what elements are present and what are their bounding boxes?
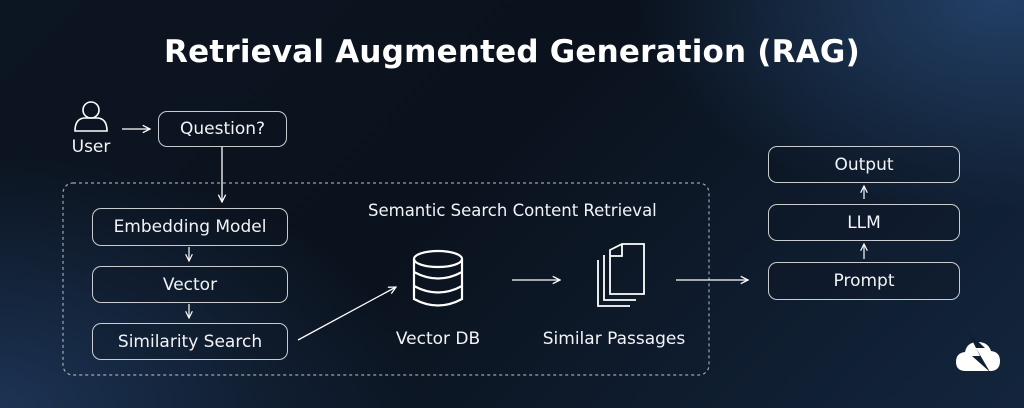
similarity-search-box: Similarity Search bbox=[92, 323, 288, 360]
question-box: Question? bbox=[158, 111, 287, 147]
output-box: Output bbox=[768, 146, 960, 183]
embedding-model-box: Embedding Model bbox=[92, 208, 288, 246]
vector-box: Vector bbox=[92, 266, 288, 303]
vector-db-label: Vector DB bbox=[395, 329, 481, 349]
page-title: Retrieval Augmented Generation (RAG) bbox=[164, 34, 860, 70]
arrow-similarity-to-vectordb bbox=[297, 287, 396, 341]
user-label: User bbox=[71, 137, 111, 157]
retrieval-region bbox=[62, 182, 710, 376]
database-icon bbox=[412, 249, 464, 307]
user-icon bbox=[74, 101, 108, 132]
documents-icon bbox=[597, 243, 645, 307]
llm-box: LLM bbox=[768, 204, 960, 241]
similar-passages-label: Similar Passages bbox=[542, 329, 686, 349]
section-label: Semantic Search Content Retrieval bbox=[368, 201, 657, 220]
prompt-box: Prompt bbox=[768, 262, 960, 300]
cloud-logo-icon bbox=[956, 332, 1000, 372]
